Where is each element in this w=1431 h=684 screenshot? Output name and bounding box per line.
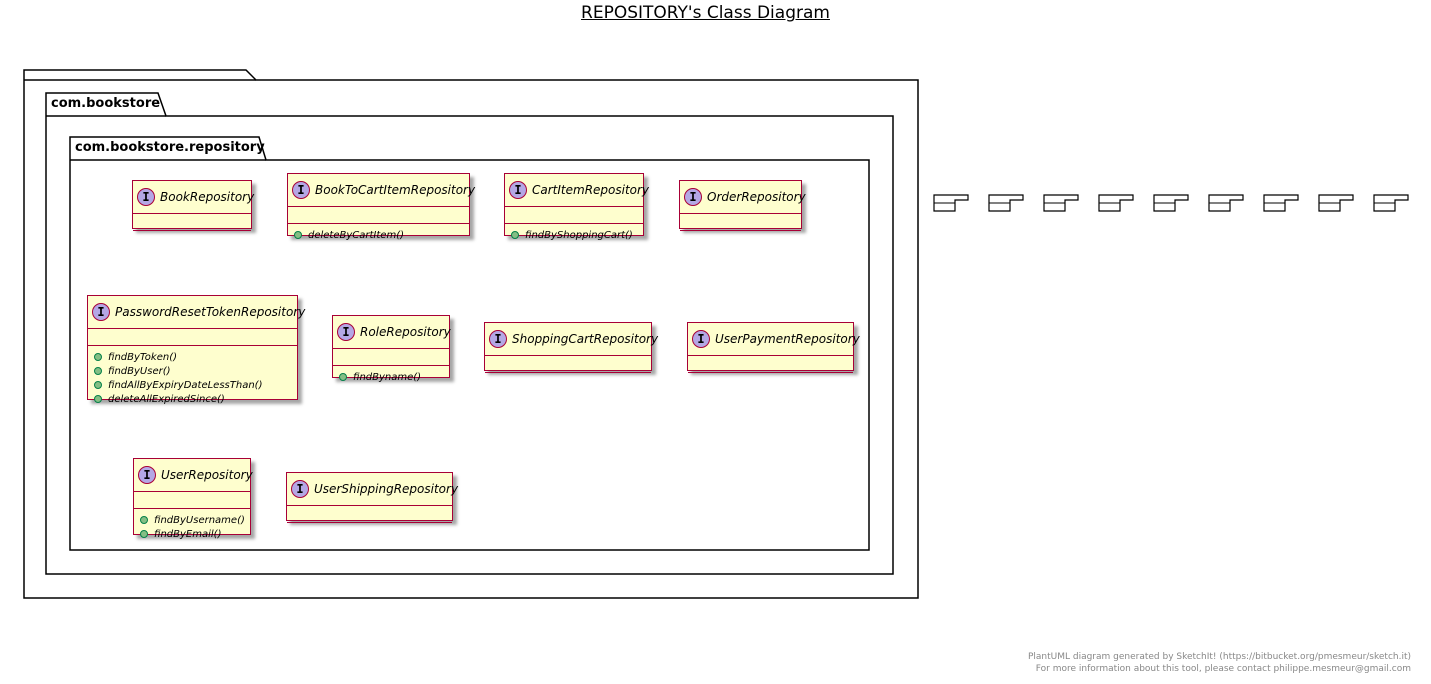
public-method-icon bbox=[94, 353, 102, 361]
package-label-bookstore: com.bookstore bbox=[51, 96, 161, 111]
empty-shape-5 bbox=[1153, 194, 1189, 212]
interface-icon: I bbox=[137, 188, 155, 206]
interface-user-payment-repository[interactable]: I UserPaymentRepository bbox=[687, 322, 860, 373]
interface-role-repository[interactable]: I RoleRepository findByname() bbox=[332, 315, 451, 383]
interface-name: UserShippingRepository bbox=[314, 482, 459, 496]
method-row: findByname() bbox=[339, 370, 449, 384]
public-method-icon bbox=[294, 231, 302, 239]
footer-line-1: PlantUML diagram generated by SketchIt! … bbox=[1027, 652, 1411, 662]
interface-name: BookToCartItemRepository bbox=[315, 183, 476, 197]
empty-shape-9 bbox=[1373, 194, 1409, 212]
method-row: findByToken() bbox=[94, 350, 297, 364]
repository-package-frame bbox=[69, 136, 870, 551]
interface-name: PasswordResetTokenRepository bbox=[115, 305, 306, 319]
interface-icon: I bbox=[692, 330, 710, 348]
diagram-title: REPOSITORY's Class Diagram bbox=[581, 3, 830, 23]
interface-name: BookRepository bbox=[160, 190, 255, 204]
footer-credits: PlantUML diagram generated by SketchIt! … bbox=[1028, 651, 1411, 675]
public-method-icon bbox=[511, 231, 519, 239]
interface-icon: I bbox=[684, 188, 702, 206]
interface-name: UserRepository bbox=[161, 468, 253, 482]
public-method-icon bbox=[94, 381, 102, 389]
empty-shape-8 bbox=[1318, 194, 1354, 212]
public-method-icon bbox=[94, 395, 102, 403]
method-row: findByUser() bbox=[94, 364, 297, 378]
method-row: findByEmail() bbox=[140, 527, 250, 541]
interface-name: OrderRepository bbox=[707, 190, 806, 204]
empty-shape-2 bbox=[988, 194, 1024, 212]
empty-shape-1 bbox=[933, 194, 969, 212]
method-name: deleteAllExpiredSince() bbox=[108, 393, 225, 405]
method-name: findByEmail() bbox=[154, 528, 222, 540]
empty-shape-6 bbox=[1208, 194, 1244, 212]
public-method-icon bbox=[140, 516, 148, 524]
interface-icon: I bbox=[337, 323, 355, 341]
interface-icon: I bbox=[291, 480, 309, 498]
method-row: findByShoppingCart() bbox=[511, 228, 643, 242]
interface-book-repository[interactable]: I BookRepository bbox=[132, 180, 255, 231]
interface-user-repository[interactable]: I UserRepository findByUsername() findByE… bbox=[133, 458, 253, 540]
method-row: findByUsername() bbox=[140, 513, 250, 527]
interface-icon: I bbox=[292, 181, 310, 199]
interface-icon: I bbox=[138, 466, 156, 484]
interface-user-shipping-repository[interactable]: I UserShippingRepository bbox=[286, 472, 458, 523]
public-method-icon bbox=[94, 367, 102, 375]
method-name: findByUsername() bbox=[154, 514, 245, 526]
interface-name: CartItemRepository bbox=[532, 183, 650, 197]
interface-name: RoleRepository bbox=[360, 325, 451, 339]
footer-line-2: For more information about this tool, pl… bbox=[1035, 664, 1411, 674]
interface-password-reset-token-repository[interactable]: I PasswordResetTokenRepository findByToke… bbox=[87, 295, 305, 405]
interface-icon: I bbox=[509, 181, 527, 199]
interface-shopping-cart-repository[interactable]: I ShoppingCartRepository bbox=[484, 322, 658, 373]
method-name: deleteByCartItem() bbox=[308, 229, 404, 241]
empty-shape-4 bbox=[1098, 194, 1134, 212]
package-label-repository: com.bookstore.repository bbox=[75, 140, 265, 155]
interface-name: UserPaymentRepository bbox=[715, 332, 860, 346]
public-method-icon bbox=[339, 373, 347, 381]
interface-order-repository[interactable]: I OrderRepository bbox=[679, 180, 806, 231]
interface-name: ShoppingCartRepository bbox=[512, 332, 659, 346]
interface-icon: I bbox=[92, 303, 110, 321]
method-name: findByUser() bbox=[108, 365, 171, 377]
interface-book-to-cart-item-repository[interactable]: I BookToCartItemRepository deleteByCartIt… bbox=[287, 173, 475, 241]
method-row: deleteAllExpiredSince() bbox=[94, 392, 297, 406]
method-name: findByToken() bbox=[108, 351, 177, 363]
method-name: findByShoppingCart() bbox=[525, 229, 633, 241]
method-row: deleteByCartItem() bbox=[294, 228, 469, 242]
interface-icon: I bbox=[489, 330, 507, 348]
interface-cart-item-repository[interactable]: I CartItemRepository findByShoppingCart() bbox=[504, 173, 649, 241]
method-name: findAllByExpiryDateLessThan() bbox=[108, 379, 263, 391]
public-method-icon bbox=[140, 530, 148, 538]
method-name: findByname() bbox=[353, 371, 422, 383]
empty-shape-3 bbox=[1043, 194, 1079, 212]
empty-shape-7 bbox=[1263, 194, 1299, 212]
method-row: findAllByExpiryDateLessThan() bbox=[94, 378, 297, 392]
